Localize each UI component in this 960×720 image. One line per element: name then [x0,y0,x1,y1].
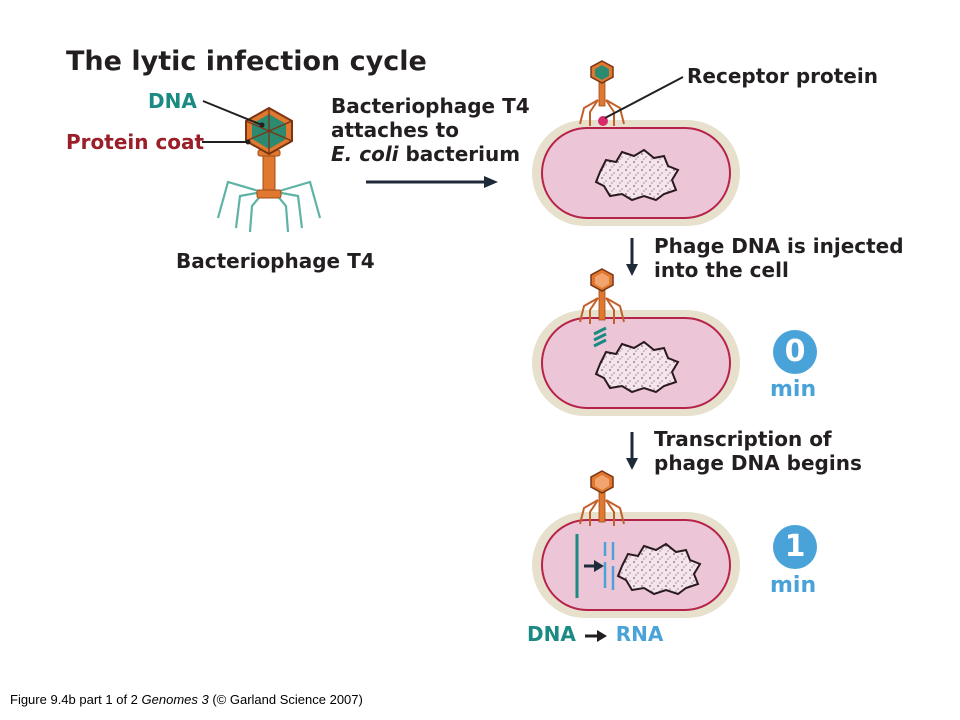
dna-leader-line [202,100,263,126]
step-attach-text: Bacteriophage T4 attaches to E. coli bac… [331,94,530,166]
bacteriophage-small-3-icon [579,470,625,526]
bacteriophage-label: Bacteriophage T4 [176,249,375,273]
step-inject-line1: Phage DNA is injected [654,234,904,258]
caption-book: Genomes 3 [141,692,209,707]
caption-suffix: (© Garland Science 2007) [208,692,363,707]
step-inject-line2: into the cell [654,258,789,282]
protein-coat-label: Protein coat [66,130,205,154]
bacterial-chromosome-3 [616,542,702,596]
timepoint-0-badge: 0 [773,330,817,374]
bacterial-chromosome-2 [594,340,680,394]
step-attach-line3-rest: bacterium [398,142,521,166]
bacterium-cell-1 [532,120,740,226]
step-transcribe-text: Transcription of phage DNA begins [654,427,862,475]
rna-transcripts-icon [603,542,615,590]
bacterium-cell-3 [532,512,740,618]
attach-arrow-icon [366,176,498,188]
timepoint-1-unit: min [770,573,817,598]
timepoint-0-unit: min [770,377,817,402]
legend-arrow-icon [584,629,607,642]
species-name: E. coli [331,142,399,166]
step-transcribe-line1: Transcription of [654,427,832,451]
receptor-leader-line [604,76,684,119]
step-inject-text: Phage DNA is injected into the cell [654,234,904,282]
inject-arrow-icon [626,238,638,276]
bacterial-chromosome-1 [594,148,680,202]
bacteriophage-small-2-icon [579,268,625,324]
transcription-arrow-icon [584,560,604,572]
legend-dna: DNA [527,622,576,646]
timepoint-1-badge: 1 [773,525,817,569]
step-attach-line2: attaches to [331,118,459,142]
figure-caption: Figure 9.4b part 1 of 2 Genomes 3 (© Gar… [10,692,363,707]
page-title: The lytic infection cycle [66,46,427,77]
caption-prefix: Figure 9.4b part 1 of 2 [10,692,142,707]
bacteriophage-small-1-icon [579,60,625,126]
dna-label: DNA [148,89,197,113]
injected-phage-dna-icon [593,326,607,348]
bacterium-cell-2 [532,310,740,416]
transcribe-arrow-icon [626,432,638,470]
legend-rna: RNA [615,622,664,646]
step-transcribe-line2: phage DNA begins [654,451,862,475]
step-attach-line1: Bacteriophage T4 [331,94,530,118]
step-attach-line3: E. coli bacterium [331,142,530,166]
receptor-protein-label: Receptor protein [687,64,878,88]
dna-to-rna-legend: DNA RNA [527,622,663,646]
bacteriophage-large-icon [216,106,322,233]
